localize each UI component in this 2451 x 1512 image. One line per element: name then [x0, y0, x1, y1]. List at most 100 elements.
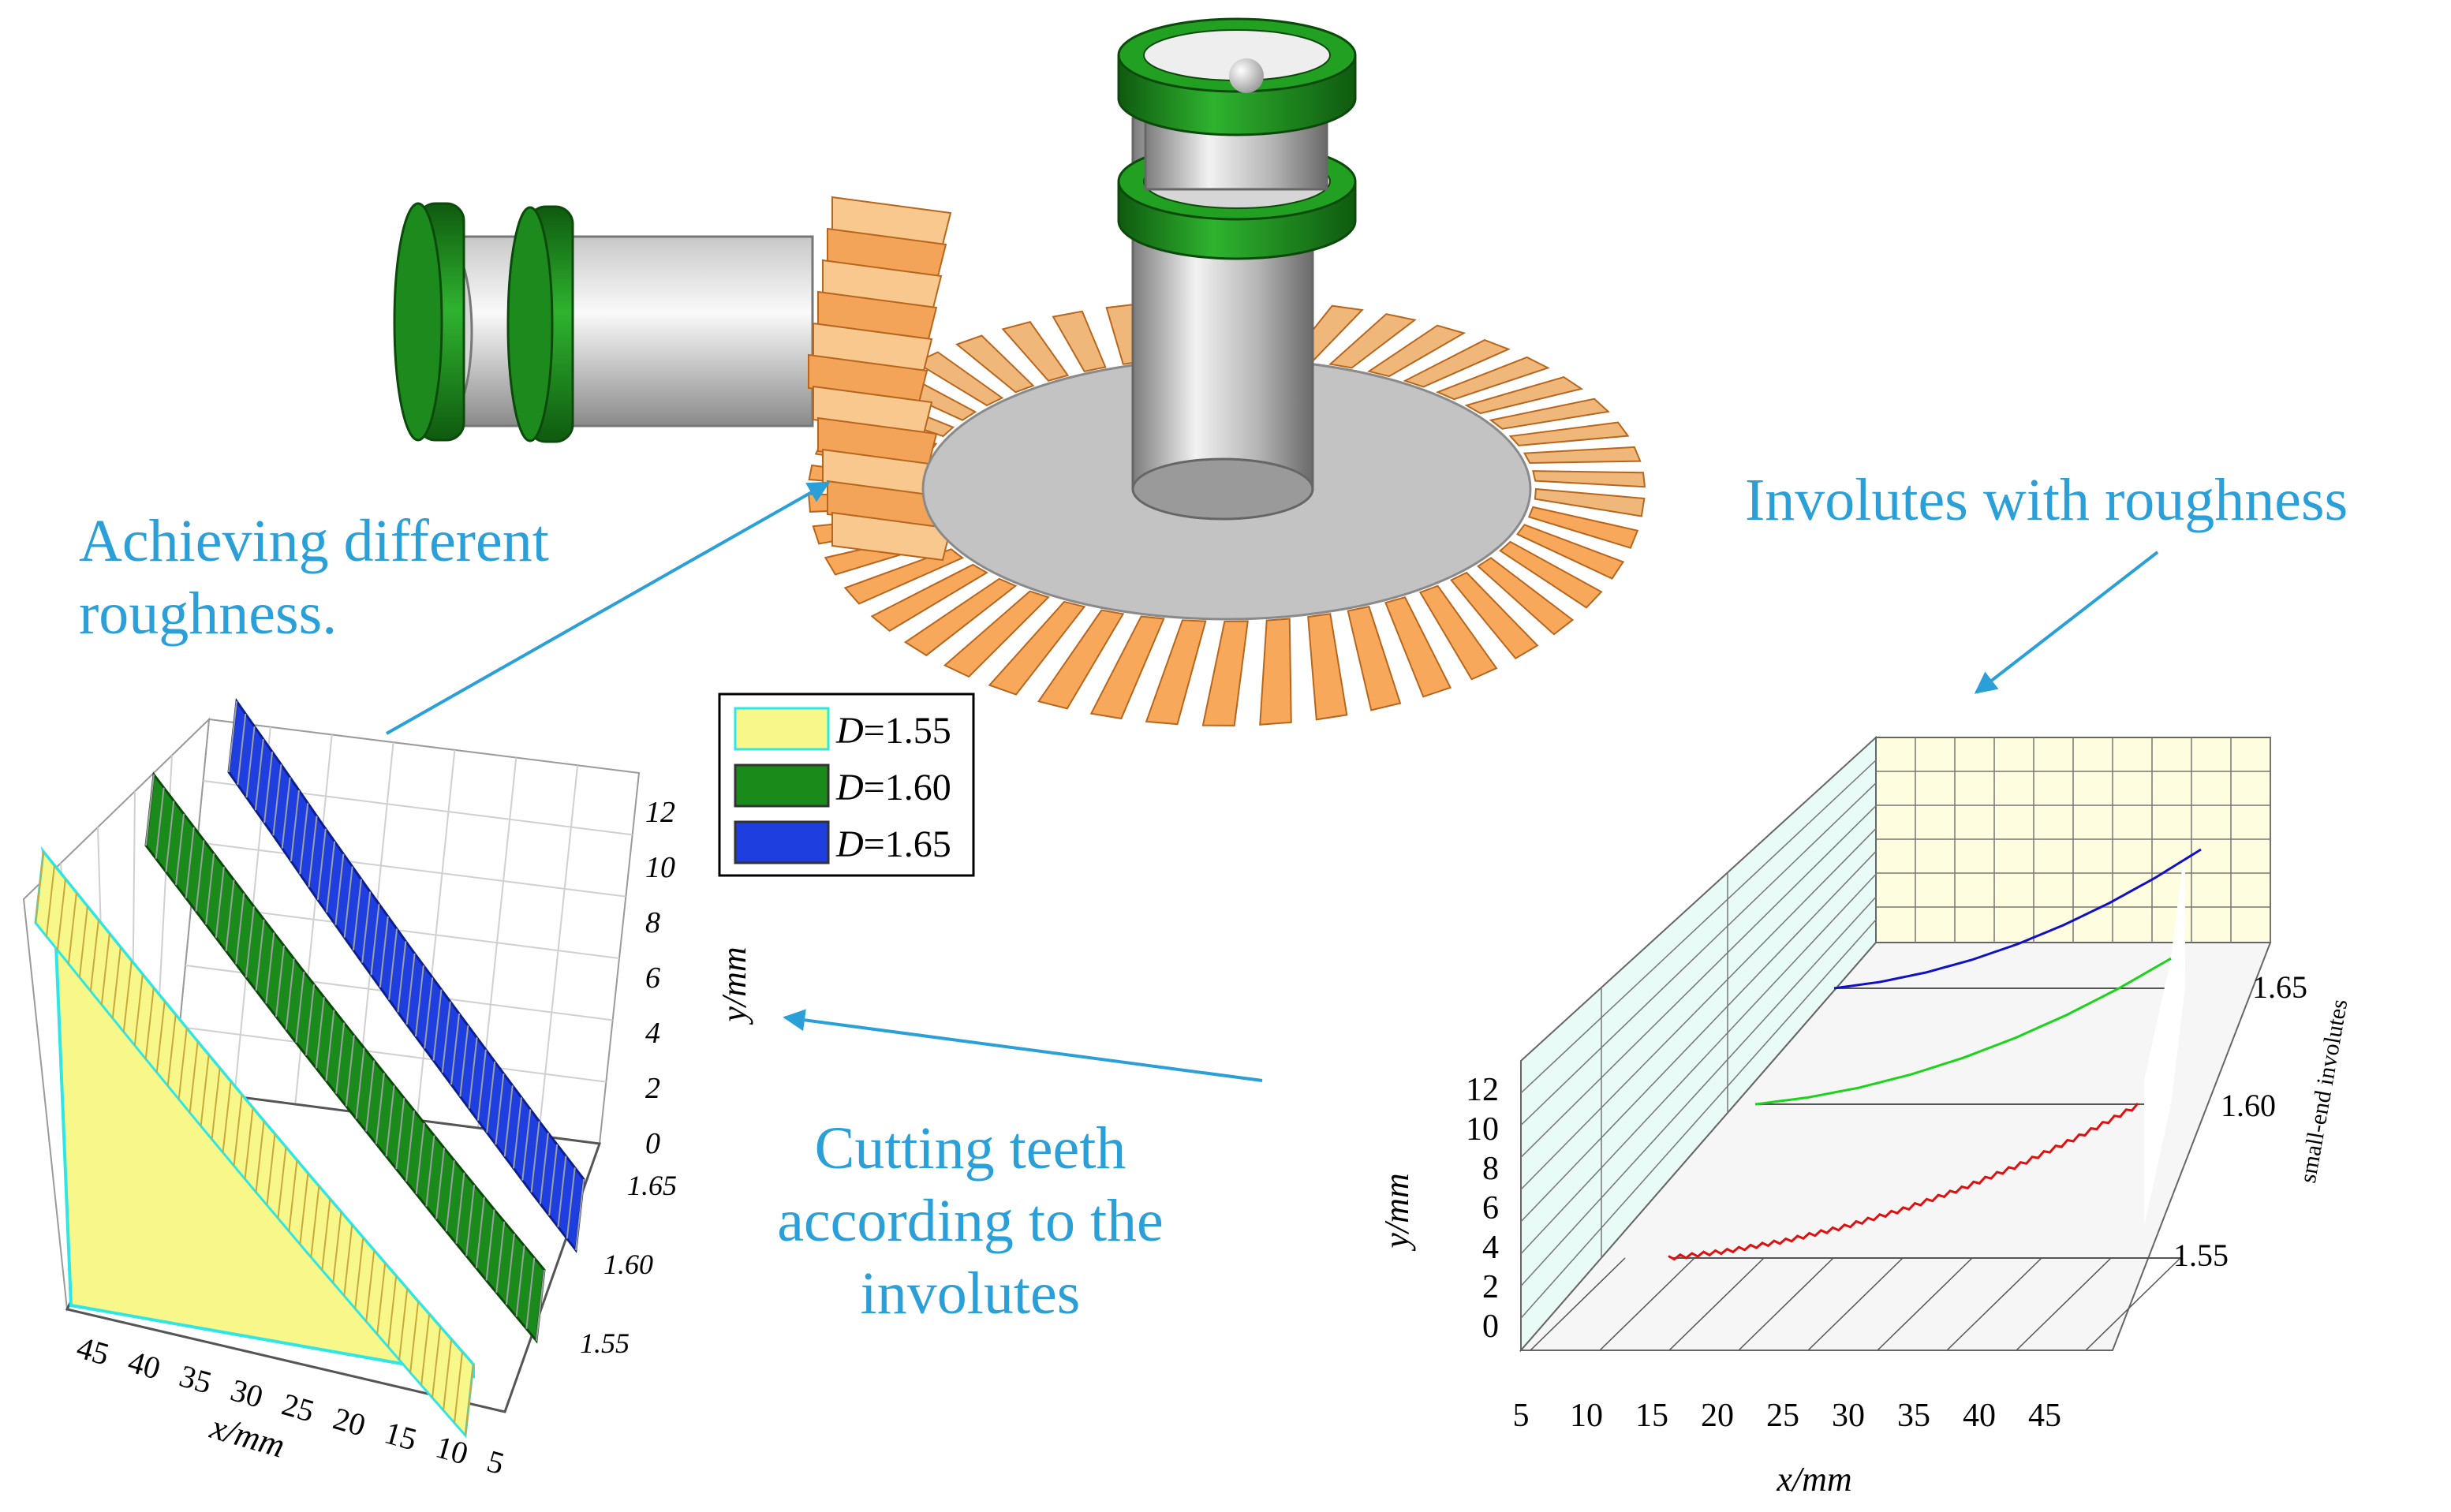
right-chart-gridlines: [1520, 737, 2271, 1351]
surface-hatch: [326, 841, 336, 913]
surface-hatch: [266, 1133, 276, 1206]
caption-achieving-line-1: Achieving different: [79, 508, 549, 574]
gear-tooth: [1532, 470, 1646, 488]
surface-hatch: [233, 1094, 243, 1167]
legend-swatch: [734, 707, 830, 751]
right-chart-d-ticks: 1.651.601.55: [2173, 969, 2307, 1273]
surface-hatch: [566, 1167, 576, 1239]
surface-hatch: [375, 1073, 385, 1144]
right-floor-line: [1946, 1257, 2042, 1351]
right-d-tick: 1.55: [2173, 1238, 2229, 1273]
gear-tooth: [1384, 596, 1452, 698]
arrow-cutting-teeth: [783, 1009, 1263, 1082]
gear-tooth: [870, 563, 988, 633]
surface-hatch: [145, 774, 155, 846]
caption-involutes-text: Involutes with roughness: [1745, 467, 2348, 533]
surface-hatch: [361, 891, 372, 963]
left-x-tick: 35: [176, 1357, 216, 1400]
surface-hatch: [335, 1022, 346, 1094]
pinion-gear-teeth: [808, 196, 952, 562]
surface-hatch: [316, 828, 327, 900]
surface-hatch: [200, 1055, 210, 1126]
surface-hatch: [445, 1160, 455, 1232]
pinion-shaft: [410, 235, 814, 427]
involute-curve-165: [1833, 848, 2202, 990]
surface-hatch: [165, 801, 175, 872]
left-x-tick: 45: [73, 1329, 114, 1372]
surface-hatch: [299, 803, 309, 875]
surface-hatch: [521, 1109, 532, 1181]
left-grid-line: [179, 1026, 607, 1083]
right-x-tick: 10: [1570, 1398, 1603, 1434]
gear-tooth: [1089, 615, 1165, 720]
surface-hatch: [365, 1060, 375, 1132]
surface-hatch: [354, 1238, 364, 1309]
right-x-tick: 20: [1701, 1398, 1734, 1434]
surface-hatch: [409, 1301, 420, 1373]
surface-hatch: [355, 1047, 365, 1119]
surface-hatch: [281, 777, 291, 849]
gear-tooth: [1366, 324, 1466, 378]
gear-tooth: [1001, 321, 1070, 382]
surface-hatch: [277, 1147, 287, 1219]
left-x-tick: 20: [330, 1400, 370, 1443]
right-x-tick: 30: [1832, 1398, 1865, 1434]
right-chart-y-label: y/mm: [1377, 1173, 1416, 1251]
gear-tooth: [1435, 356, 1550, 401]
surface-hatch: [486, 1061, 496, 1133]
surface-hatch: [415, 1122, 425, 1194]
left-x-tick: 10: [432, 1428, 473, 1471]
right-grid-line: [1520, 828, 1877, 1190]
surface-hatch: [459, 1025, 469, 1097]
surface-hatch: [299, 1173, 309, 1245]
left-y-tick: 10: [645, 851, 675, 884]
surface-hatch: [211, 1068, 221, 1140]
surface-hatch: [476, 1049, 487, 1121]
right-depth-pane: [2144, 958, 2171, 1226]
shaft-end-ball: [1229, 58, 1264, 93]
right-x-tick: 40: [1963, 1398, 1996, 1434]
surface-hatch: [272, 764, 282, 836]
surface-hatch: [310, 1185, 320, 1258]
surface-hatch: [205, 853, 215, 925]
surface-hatch: [539, 1133, 549, 1204]
surface-hatch: [370, 904, 380, 976]
surface-hatch: [222, 1081, 232, 1153]
gear-tooth: [1464, 375, 1584, 415]
surface-hatch: [432, 1327, 442, 1398]
surface-hatch: [468, 1037, 478, 1109]
caption-cutting-teeth: Cutting teeth according to the involutes: [710, 1112, 1231, 1330]
surface-hatch: [405, 1110, 415, 1182]
gear-tooth: [1534, 487, 1646, 517]
left-y-tick: 2: [645, 1072, 660, 1105]
surface-hatch: [332, 1211, 342, 1283]
left-x-tick: 40: [125, 1343, 165, 1386]
right-d-tick: 1.65: [2252, 969, 2307, 1005]
surface-hatch: [285, 958, 295, 1030]
right-floor-line: [1807, 1257, 1904, 1351]
pinion-shaft-ring-1: [393, 202, 465, 442]
left-grid-line: [191, 903, 620, 959]
right-floor-line: [2016, 1257, 2112, 1351]
caption-cutting-line-2: according to the: [777, 1188, 1164, 1254]
left-d-tick: 1.55: [580, 1327, 630, 1359]
surface-hatch: [334, 853, 345, 925]
bevel-gear-assembly-illustration: [393, 17, 1646, 726]
surface-hatch: [155, 787, 165, 859]
right-grid-line: [1520, 873, 1877, 1255]
surface-hatch: [395, 1098, 405, 1170]
surface-hatch: [485, 1209, 495, 1281]
right-chart-x-label: x/mm: [1776, 1460, 1851, 1499]
surface-hatch: [385, 1085, 395, 1157]
surface-hatch: [575, 1178, 585, 1251]
left-y-tick: 6: [645, 961, 660, 995]
right-floor-line: [2085, 1257, 2181, 1351]
legend-swatch: [734, 763, 830, 808]
gear-tooth: [1201, 620, 1249, 726]
surface-hatch: [345, 1035, 355, 1107]
